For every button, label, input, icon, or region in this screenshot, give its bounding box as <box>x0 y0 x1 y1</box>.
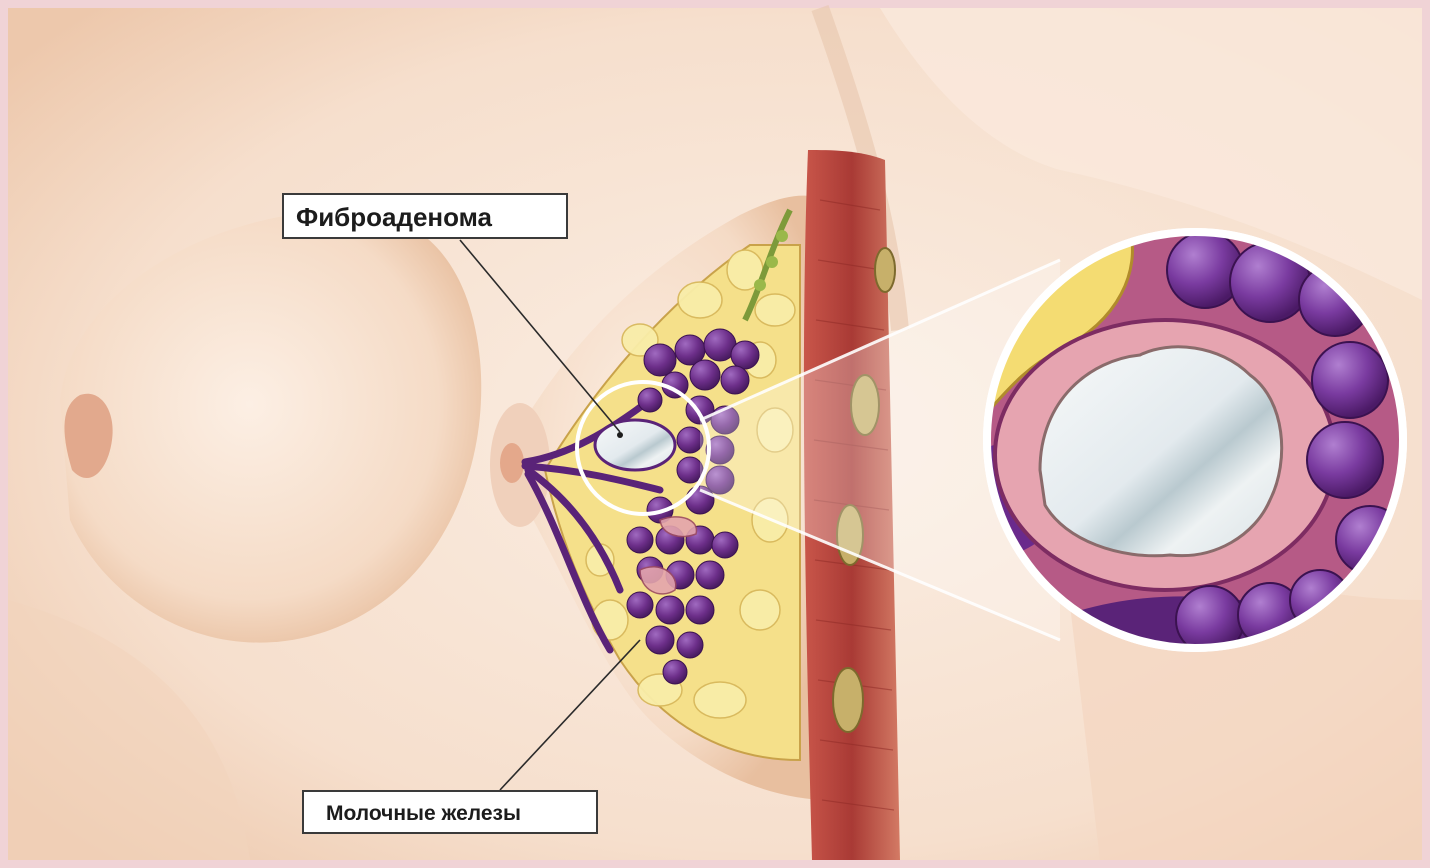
label-fibroadenoma: Фиброаденома <box>282 193 568 239</box>
label-mammary-glands: Молочные железы <box>302 790 598 834</box>
